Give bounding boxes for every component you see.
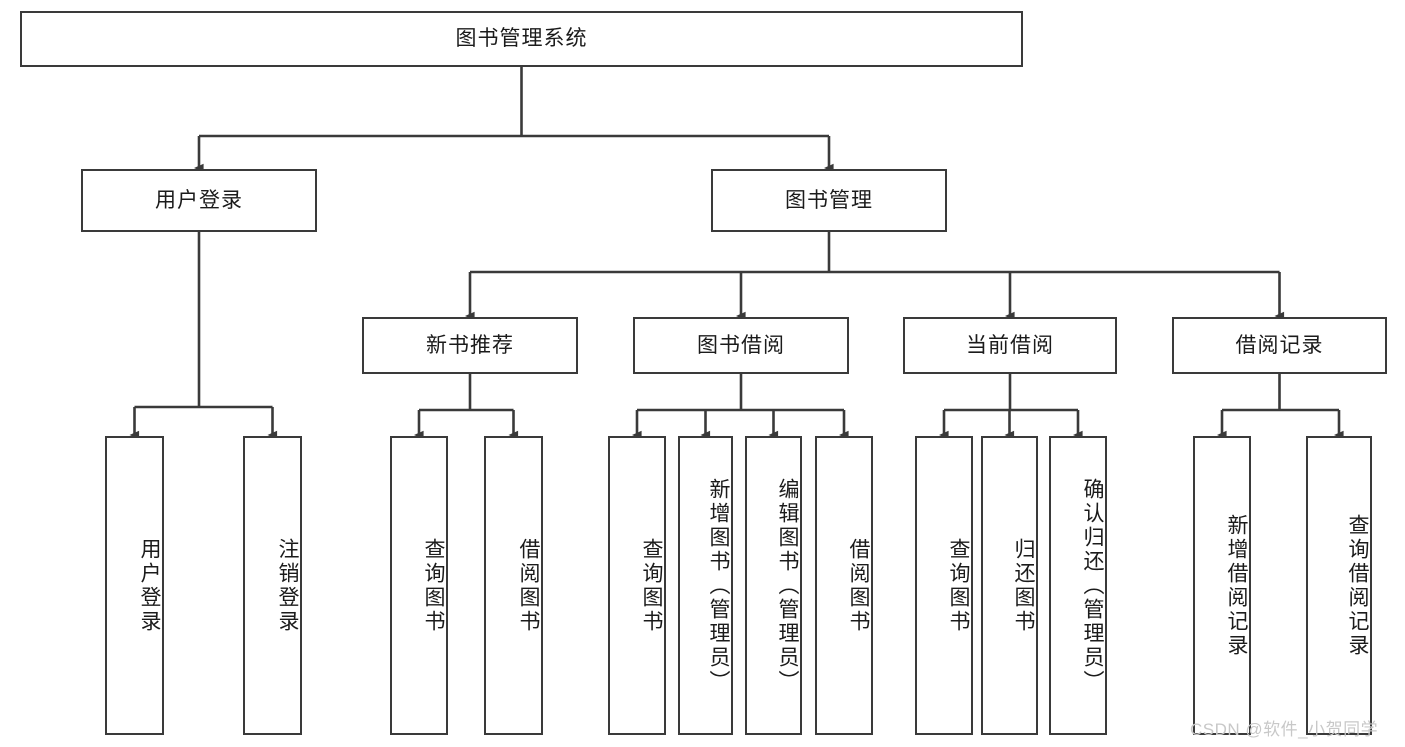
node-label: 新增图书（管理员） (707, 477, 730, 694)
node-label: 图书借阅 (697, 333, 785, 357)
node-leaf-edit-book[interactable]: 编辑图书（管理员） (745, 436, 802, 735)
node-leaf-borrow-book[interactable]: 借阅图书 (815, 436, 873, 735)
node-current-borrow[interactable]: 当前借阅 (903, 317, 1117, 374)
node-book-borrow[interactable]: 图书借阅 (633, 317, 849, 374)
node-leaf-add-book[interactable]: 新增图书（管理员） (678, 436, 733, 735)
node-label: 查询图书 (947, 537, 970, 634)
node-leaf-user-login[interactable]: 用户登录 (105, 436, 164, 735)
node-label: 归还图书 (1012, 537, 1035, 634)
node-label: 借阅图书 (847, 537, 870, 634)
node-leaf-borrow-book-rec[interactable]: 借阅图书 (484, 436, 543, 735)
node-label: 借阅图书 (517, 537, 540, 634)
node-label: 查询图书 (640, 537, 663, 634)
node-leaf-confirm-return[interactable]: 确认归还（管理员） (1049, 436, 1107, 735)
node-label: 查询图书 (422, 537, 445, 634)
node-label: 图书管理 (785, 188, 873, 212)
node-new-book-recommend[interactable]: 新书推荐 (362, 317, 578, 374)
node-leaf-query-record[interactable]: 查询借阅记录 (1306, 436, 1372, 735)
node-book-manage[interactable]: 图书管理 (711, 169, 947, 232)
node-leaf-query-book-cur[interactable]: 查询图书 (915, 436, 973, 735)
node-leaf-return-book[interactable]: 归还图书 (981, 436, 1038, 735)
node-leaf-add-record[interactable]: 新增借阅记录 (1193, 436, 1251, 735)
node-leaf-user-logout[interactable]: 注销登录 (243, 436, 302, 735)
node-label: 借阅记录 (1235, 333, 1324, 357)
node-label: 编辑图书（管理员） (776, 477, 799, 694)
node-label: 查询借阅记录 (1346, 513, 1369, 658)
node-root[interactable]: 图书管理系统 (20, 11, 1023, 67)
node-label: 用户登录 (138, 537, 161, 634)
node-leaf-query-book-borrow[interactable]: 查询图书 (608, 436, 666, 735)
node-label: 图书管理系统 (455, 27, 588, 51)
node-label: 当前借阅 (966, 333, 1054, 357)
node-leaf-query-book-rec[interactable]: 查询图书 (390, 436, 448, 735)
csdn-watermark: CSDN @软件_小贺同学 (1190, 720, 1379, 739)
node-borrow-record[interactable]: 借阅记录 (1172, 317, 1387, 374)
node-label: 用户登录 (155, 188, 243, 212)
node-label: 新增借阅记录 (1225, 513, 1248, 658)
node-label: 新书推荐 (426, 333, 514, 357)
node-label: 注销登录 (276, 537, 299, 634)
node-user-login[interactable]: 用户登录 (81, 169, 317, 232)
node-label: 确认归还（管理员） (1081, 477, 1104, 694)
